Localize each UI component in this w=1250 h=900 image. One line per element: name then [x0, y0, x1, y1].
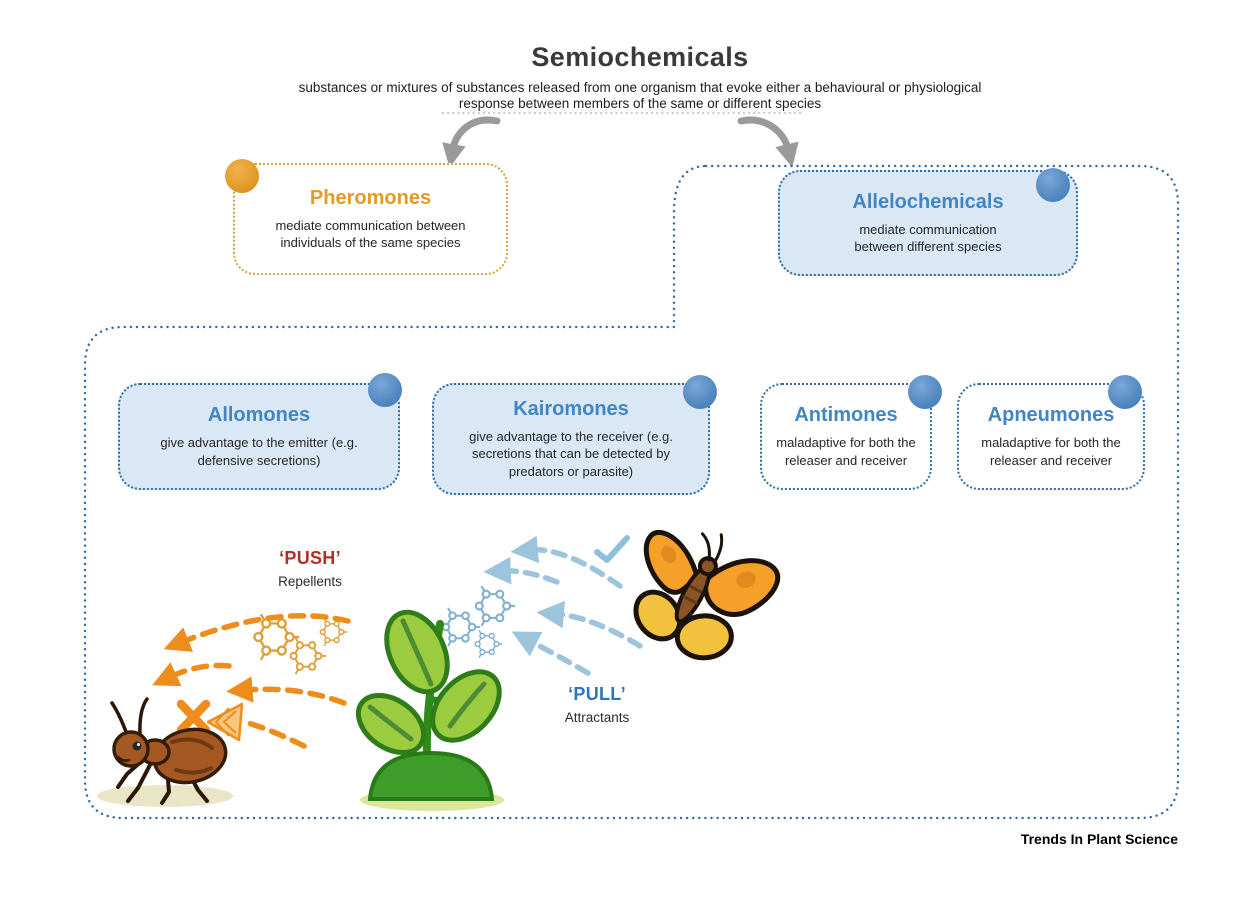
- apneumones-description: maladaptive for both the releaser and re…: [981, 435, 1121, 468]
- header: Semiochemicals substances or mixtures of…: [175, 42, 1105, 112]
- allelochemicals-description: mediate communication between different …: [854, 221, 1002, 254]
- apneumones-box: Apneumones maladaptive for both the rele…: [957, 375, 1145, 490]
- pull-label-block: ‘PULL’ Attractants: [527, 684, 667, 725]
- arrow-to-allelochemicals: [737, 116, 799, 168]
- journal-credit: Trends In Plant Science: [1020, 831, 1178, 847]
- antimones-description: maladaptive for both the releaser and re…: [776, 435, 916, 468]
- allomones-description: give advantage to the emitter (e.g. defe…: [160, 435, 358, 468]
- plant-icon: [355, 609, 504, 811]
- pull-arrows: [483, 535, 643, 676]
- pull-caption: Attractants: [564, 710, 630, 725]
- antimones-title: Antimones: [794, 404, 898, 427]
- cross-icon: [176, 699, 211, 735]
- hatched-arrowhead: [206, 702, 244, 742]
- antimones-badge-circle: [908, 375, 942, 409]
- definition-line-1: substances or mixtures of substances rel…: [298, 80, 982, 95]
- pull-label: ‘PULL’: [568, 684, 626, 704]
- figure-title: Semiochemicals: [531, 42, 749, 72]
- pheromones-description: mediate communication between individual…: [275, 217, 466, 250]
- kairomones-badge-circle: [683, 375, 717, 409]
- push-caption: Repellents: [278, 574, 342, 589]
- definition-line-2: response between members of the same or …: [458, 96, 822, 112]
- pheromones-title: Pheromones: [309, 186, 432, 209]
- kairomones-box: Kairomones give advantage to the receive…: [432, 375, 717, 495]
- allelochemicals-badge-circle: [1036, 168, 1070, 202]
- pheromones-box: Pheromones mediate communication between…: [225, 159, 508, 275]
- kairomones-description: give advantage to the receiver (e.g. sec…: [469, 429, 673, 479]
- butterfly-icon: [633, 530, 781, 661]
- check-icon: [594, 535, 630, 563]
- arrow-to-pheromones: [442, 116, 501, 168]
- allomones-badge-circle: [368, 373, 402, 407]
- kairomones-title: Kairomones: [513, 398, 629, 421]
- blue-molecules: [441, 584, 517, 659]
- push-label-block: ‘PUSH’ Repellents: [240, 548, 380, 589]
- pheromones-badge-circle: [225, 159, 259, 193]
- allelochemicals-box: Allelochemicals mediate communication be…: [778, 168, 1078, 276]
- apneumones-title: Apneumones: [987, 404, 1115, 427]
- apneumones-badge-circle: [1108, 375, 1142, 409]
- allomones-box: Allomones give advantage to the emitter …: [118, 373, 402, 490]
- antimones-box: Antimones maladaptive for both the relea…: [760, 375, 942, 490]
- push-label: ‘PUSH’: [279, 548, 341, 568]
- push-arrows: [152, 613, 351, 749]
- ant-icon: [97, 697, 233, 807]
- allomones-title: Allomones: [207, 404, 311, 427]
- allelochemicals-title: Allelochemicals: [852, 190, 1004, 213]
- allelochemicals-group-outline: [83, 164, 1180, 820]
- orange-molecules: [253, 613, 348, 675]
- branch-arrows: [442, 116, 799, 168]
